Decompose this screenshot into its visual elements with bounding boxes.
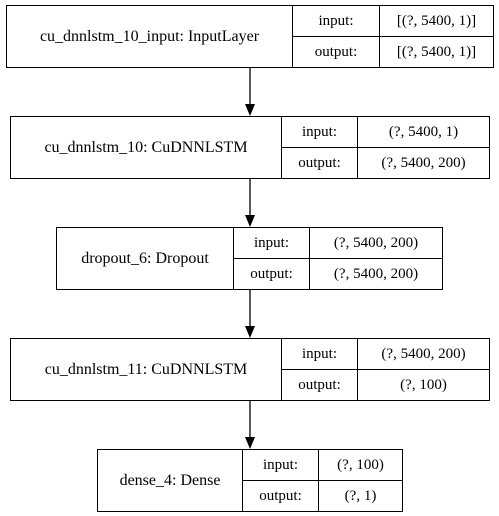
output-label: output: — [293, 37, 380, 67]
input-shape: (?, 5400, 1) — [358, 117, 489, 148]
input-label: input: — [243, 450, 319, 481]
edge-input-to-lstm10 — [245, 68, 255, 116]
edge-dropout-to-lstm11 — [245, 290, 255, 338]
input-shape: (?, 5400, 200) — [310, 228, 442, 259]
output-label: output: — [234, 259, 310, 289]
input-label: input: — [234, 228, 310, 259]
output-label: output: — [282, 370, 358, 400]
arrowhead-icon — [245, 437, 255, 449]
edge-lstm11-to-dense — [245, 401, 255, 449]
edge-lstm10-to-dropout — [245, 179, 255, 227]
arrowhead-icon — [245, 326, 255, 338]
layer-node-dense-4: dense_4: Dense input: (?, 100) output: (… — [97, 449, 403, 512]
input-label: input: — [282, 339, 358, 370]
layer-node-cudnnlstm-11: cu_dnnlstm_11: CuDNNLSTM input: (?, 5400… — [10, 338, 490, 401]
input-label: input: — [293, 6, 380, 37]
layer-node-dropout-6: dropout_6: Dropout input: (?, 5400, 200)… — [56, 227, 443, 290]
output-label: output: — [243, 481, 319, 511]
input-shape: (?, 100) — [319, 450, 402, 481]
layer-name: cu_dnnlstm_10: CuDNNLSTM — [11, 117, 282, 178]
layer-name: dense_4: Dense — [98, 450, 243, 511]
layer-name: cu_dnnlstm_11: CuDNNLSTM — [11, 339, 282, 400]
layer-name: dropout_6: Dropout — [57, 228, 234, 289]
output-shape: (?, 100) — [400, 376, 447, 393]
input-shape: (?, 5400, 200) — [358, 339, 489, 370]
output-label: output: — [282, 148, 358, 178]
input-label: input: — [282, 117, 358, 148]
input-shape: [(?, 5400, 1)] — [380, 6, 493, 37]
layer-node-cudnnlstm-10: cu_dnnlstm_10: CuDNNLSTM input: (?, 5400… — [10, 116, 490, 179]
arrowhead-icon — [245, 104, 255, 116]
output-shape: (?, 5400, 200) — [381, 154, 466, 171]
layer-node-input-layer: cu_dnnlstm_10_input: InputLayer input: [… — [6, 5, 494, 68]
arrowhead-icon — [245, 215, 255, 227]
output-shape: [(?, 5400, 1)] — [396, 43, 477, 60]
layer-name: cu_dnnlstm_10_input: InputLayer — [7, 6, 293, 67]
output-shape: (?, 1) — [344, 487, 377, 504]
output-shape: (?, 5400, 200) — [333, 265, 419, 282]
